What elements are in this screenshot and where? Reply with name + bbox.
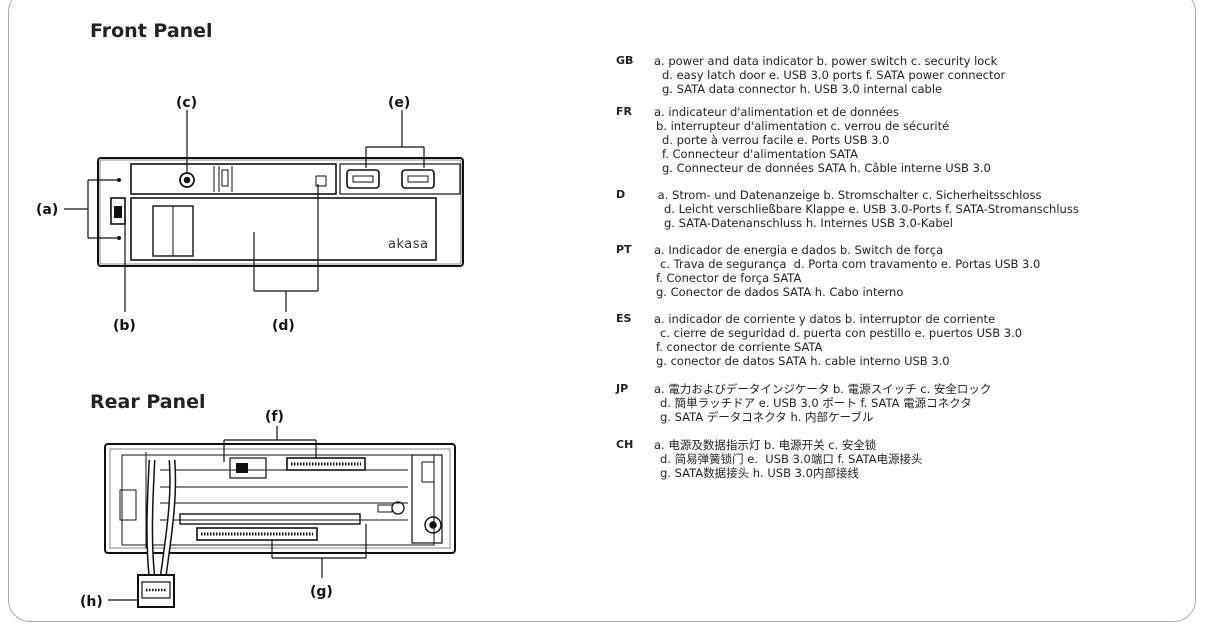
rear-callout-lines (108, 426, 367, 601)
legend-line: f. conector de corriente SATA (656, 340, 823, 354)
legend-line: a. Indicador de energia e dados b. Switc… (654, 243, 944, 257)
legend-lines: a. Strom- und Datenanzeige b. Stromschal… (654, 188, 1079, 230)
legend-lines: a. indicador de corriente y datos b. int… (654, 312, 1022, 368)
legend-block-d: D a. Strom- und Datenanzeige b. Stromsch… (616, 188, 1196, 230)
legend-line: g. SATA データコネクタ h. 内部ケーブル (660, 410, 874, 424)
rear-panel-heading: Rear Panel (90, 391, 206, 413)
legend-lines: a. Indicador de energia e dados b. Switc… (654, 243, 1040, 299)
legend-line: g. SATA-Datenanschluss h. Internes USB 3… (664, 216, 953, 230)
brand-label: akasa (388, 237, 428, 252)
legend-line: d. Leicht verschließbare Klappe e. USB 3… (664, 202, 1079, 216)
callout-b: (b) (113, 318, 136, 334)
legend-block-fr: FR a. indicateur d'alimentation et de don… (616, 105, 1196, 175)
legend-block-gb: GB a. power and data indicator b. power s… (616, 54, 1196, 96)
front-panel-heading: Front Panel (90, 20, 213, 42)
usb-cable-illustration (137, 459, 177, 608)
callout-f: (f) (265, 409, 284, 425)
legend-line: f. Conector de força SATA (656, 271, 802, 285)
language-code: CH (616, 438, 634, 451)
legend-line: g. Conector de dados SATA h. Cabo intern… (656, 285, 904, 299)
language-code: FR (616, 105, 632, 118)
legend-line: a. power and data indicator b. power swi… (654, 54, 998, 68)
callout-d: (d) (272, 318, 295, 334)
legend-line: g. SATA data connector h. USB 3.0 intern… (662, 82, 943, 96)
panel-diagram: akasa (c) (e) (a) (b) (d) (36, 95, 464, 610)
language-code: GB (616, 54, 634, 67)
front-callout-lines (64, 110, 425, 312)
legend-line: d. 简易弹簧锁门 e. USB 3.0端口 f. SATA电源接头 (660, 452, 923, 466)
power-switch-icon (110, 197, 126, 225)
rear-panel-illustration (104, 443, 456, 554)
legend-line: d. porte à verrou facile e. Ports USB 3.… (662, 133, 890, 147)
legend-list: GB a. power and data indicator b. power s… (616, 54, 1196, 480)
legend-line: a. 電力およびデータインジケータ b. 電源スイッチ c. 安全ロック (654, 382, 992, 396)
legend-lines: a. power and data indicator b. power swi… (654, 54, 1005, 96)
legend-block-pt: PT a. Indicador de energia e dados b. Swi… (616, 243, 1196, 299)
callout-g: (g) (310, 584, 333, 600)
legend-line: a. indicateur d'alimentation et de donné… (654, 105, 899, 119)
language-code: PT (616, 243, 632, 256)
legend-block-es: ES a. indicador de corriente y datos b. i… (616, 312, 1196, 368)
front-panel-illustration (97, 157, 464, 267)
legend-lines: a. indicateur d'alimentation et de donné… (654, 105, 991, 175)
legend-line: f. Connecteur d'alimentation SATA (662, 147, 859, 161)
callout-a: (a) (36, 202, 58, 218)
callout-h: (h) (80, 594, 103, 610)
page-frame (8, 0, 1196, 622)
language-code: D (616, 188, 626, 201)
usb-port-icon (346, 169, 380, 189)
language-code: ES (616, 312, 632, 325)
legend-line: a. 电源及数据指示灯 b. 电源开关 c. 安全锁 (654, 438, 877, 452)
legend-line: d. easy latch door e. USB 3.0 ports f. S… (662, 68, 1006, 82)
callout-c: (c) (176, 95, 197, 111)
legend-line: c. cierre de seguridad d. puerta con pes… (660, 326, 1023, 340)
legend-line: a. Strom- und Datenanzeige b. Stromschal… (654, 188, 1042, 202)
legend-line: d. 簡単ラッチドア e. USB 3.0 ポート f. SATA 電源コネクタ (660, 396, 972, 410)
language-code: JP (616, 382, 629, 395)
callout-e: (e) (388, 95, 410, 111)
legend-line: g. conector de datos SATA h. cable inter… (656, 354, 950, 368)
legend-line: g. SATA数据接头 h. USB 3.0内部接线 (660, 466, 859, 480)
legend-line: c. Trava de segurança d. Porta com trava… (660, 257, 1041, 271)
legend-line: b. interrupteur d'alimentation c. verrou… (656, 119, 950, 133)
usb-port-icon (401, 169, 435, 189)
legend-line: g. Connecteur de données SATA h. Câble i… (662, 161, 991, 175)
legend-line: a. indicador de corriente y datos b. int… (654, 312, 996, 326)
